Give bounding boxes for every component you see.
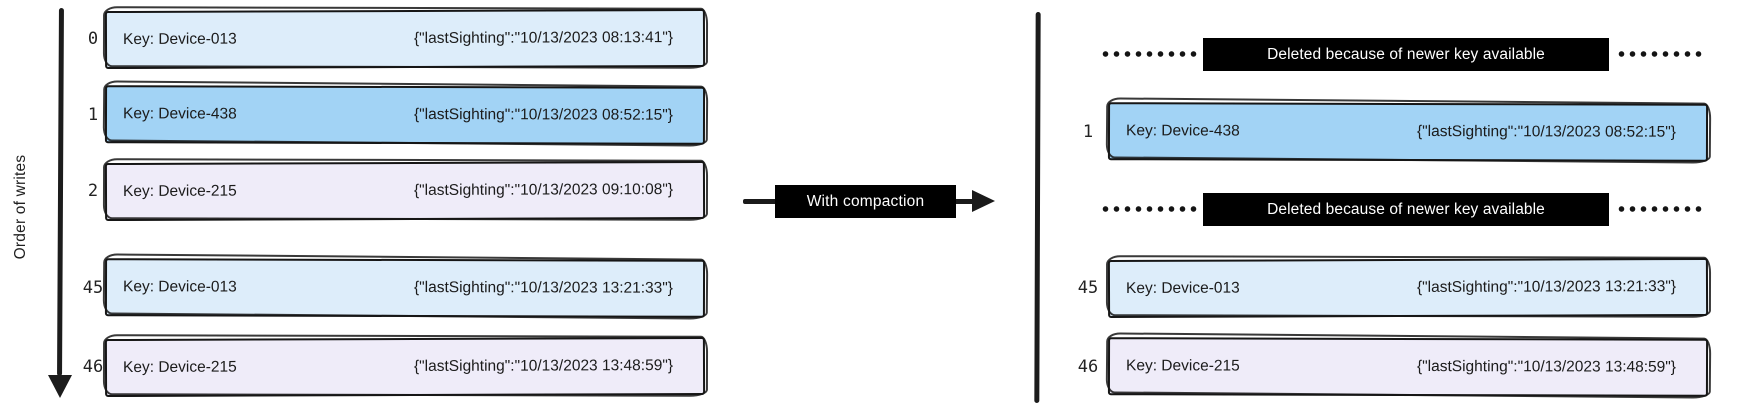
write-index: 1 [87, 105, 99, 125]
record-box: Key: Device-013 {"lastSighting":"10/13/2… [104, 8, 706, 70]
record-value: {"lastSighting":"10/13/2023 13:48:59"} [413, 357, 674, 375]
record-key: Key: Device-215 [1125, 357, 1240, 375]
record-key: Key: Device-013 [122, 278, 237, 296]
record-key: Key: Device-438 [122, 105, 237, 123]
record-key: Key: Device-215 [122, 182, 237, 200]
write-index: 2 [87, 181, 99, 201]
deleted-notice: Deleted because of newer key available [1203, 193, 1609, 226]
record-key: Key: Device-013 [1125, 279, 1240, 297]
write-index: 0 [87, 29, 99, 49]
write-index: 45 [1077, 278, 1099, 298]
record-key: Key: Device-438 [1125, 122, 1240, 140]
compacted-log-axis-line [1034, 11, 1041, 404]
write-index: 46 [1077, 357, 1099, 377]
dotted-line [1100, 51, 1200, 57]
down-arrow-icon [48, 375, 72, 398]
record-key: Key: Device-013 [122, 30, 237, 48]
write-index: 45 [82, 278, 104, 298]
record-key: Key: Device-215 [122, 358, 237, 376]
dotted-line [1100, 206, 1200, 212]
with-compaction-label: With compaction [775, 185, 956, 218]
record-box: Key: Device-215 {"lastSighting":"10/13/2… [1107, 337, 1709, 397]
dotted-line [1616, 206, 1706, 212]
record-box: Key: Device-438 {"lastSighting":"10/13/2… [104, 85, 706, 145]
record-box: Key: Device-438 {"lastSighting":"10/13/2… [1107, 102, 1709, 162]
write-index: 1 [1082, 122, 1094, 142]
record-box: Key: Device-013 {"lastSighting":"10/13/2… [104, 258, 706, 318]
record-value: {"lastSighting":"10/13/2023 13:48:59"} [1416, 358, 1677, 376]
record-value: {"lastSighting":"10/13/2023 08:52:15"} [413, 106, 674, 124]
dotted-line [1616, 51, 1706, 57]
deleted-notice: Deleted because of newer key available [1203, 38, 1609, 71]
record-value: {"lastSighting":"10/13/2023 13:21:33"} [1416, 278, 1677, 296]
right-arrow-icon [972, 190, 995, 212]
order-of-writes-label: Order of writes [12, 154, 29, 260]
record-value: {"lastSighting":"10/13/2023 09:10:08"} [413, 181, 674, 199]
record-box: Key: Device-013 {"lastSighting":"10/13/2… [1107, 257, 1709, 319]
record-value: {"lastSighting":"10/13/2023 08:52:15"} [1416, 123, 1677, 141]
record-box: Key: Device-215 {"lastSighting":"10/13/2… [104, 336, 706, 398]
record-value: {"lastSighting":"10/13/2023 13:21:33"} [413, 279, 674, 297]
record-value: {"lastSighting":"10/13/2023 08:13:41"} [413, 29, 674, 47]
order-of-writes-axis-line [57, 7, 64, 377]
write-index: 46 [82, 357, 104, 377]
record-box: Key: Device-215 {"lastSighting":"10/13/2… [104, 160, 706, 222]
